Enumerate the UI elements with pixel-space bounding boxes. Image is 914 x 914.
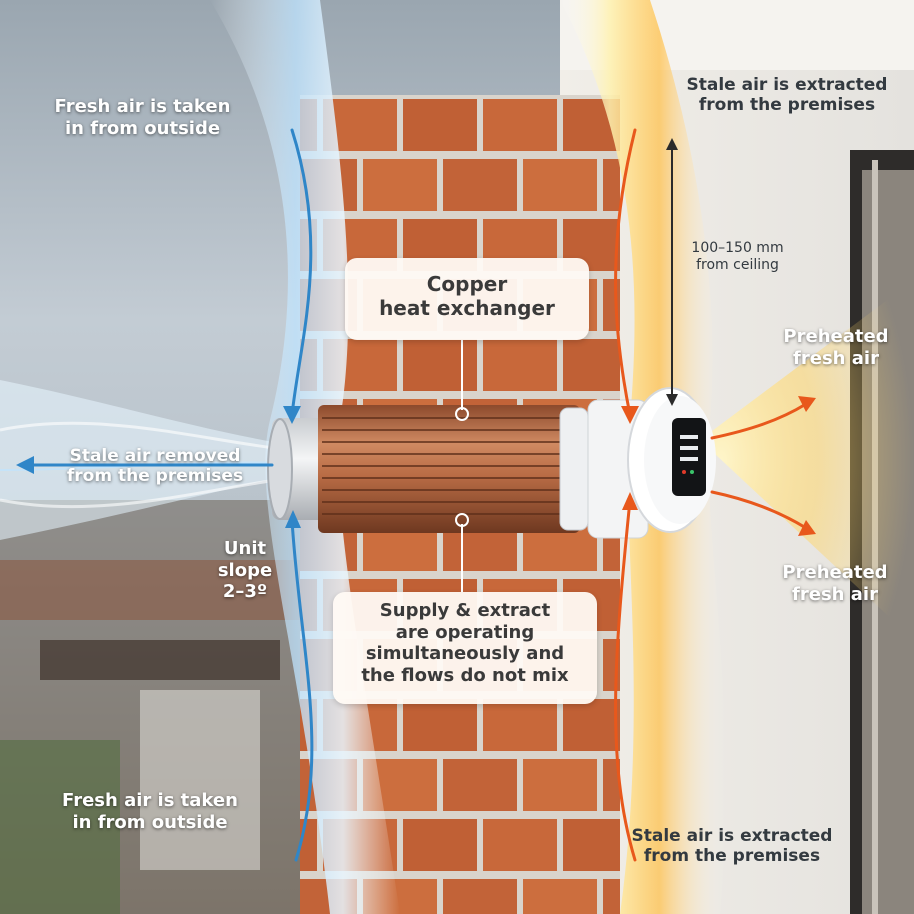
- arrow-down-icon: [621, 406, 639, 424]
- arrow-down-icon: [283, 406, 301, 424]
- arrow-left-icon: [16, 456, 34, 474]
- arrow-right-icon: [798, 520, 816, 536]
- preheated-top-flow: [710, 402, 808, 440]
- fresh-air-top-flow: [290, 128, 313, 417]
- double-arrow-icon: [666, 138, 678, 406]
- stale-air-bottom-flow: [614, 498, 637, 862]
- ventilation-unit: [627, 387, 716, 533]
- arrow-right-icon: [798, 396, 816, 412]
- arrow-up-icon: [285, 510, 301, 528]
- stale-air-top-flow: [614, 128, 637, 417]
- preheated-bottom-flow: [710, 490, 808, 530]
- fresh-air-bottom-flow: [290, 518, 314, 862]
- arrow-up-icon: [622, 492, 638, 510]
